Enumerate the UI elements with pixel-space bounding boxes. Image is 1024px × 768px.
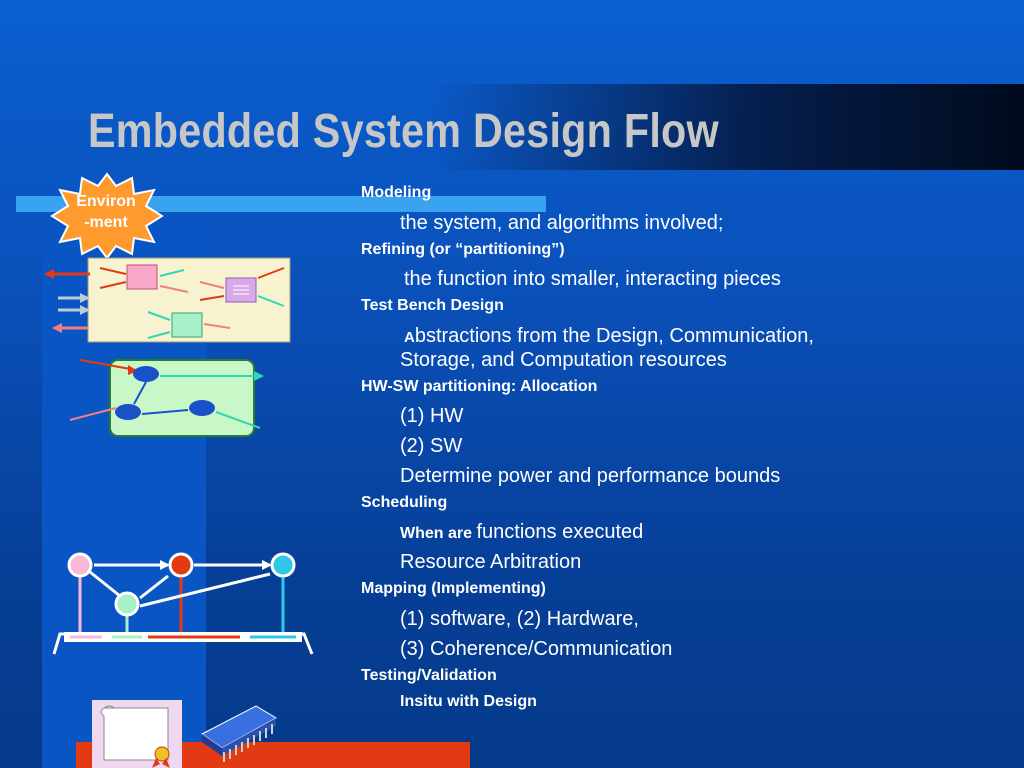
testbench-detail-initial: A <box>404 329 415 346</box>
environment-label-line-2: -ment <box>84 214 128 231</box>
environment-label-line-1: Environ <box>76 193 136 210</box>
step-refining: Refining (or “partitioning”) <box>361 241 565 258</box>
step-testbench: Test Bench Design <box>361 297 504 314</box>
scroll-document-icon <box>92 700 182 768</box>
functions-executed-label: functions executed <box>476 521 644 543</box>
step-scheduling-detail: When are functions executed <box>400 521 643 544</box>
microchip-icon <box>201 705 277 762</box>
step-mapping-detail-1: (1) software, (2) Hardware, <box>400 608 639 630</box>
step-arbitration: Resource Arbitration <box>400 551 582 573</box>
step-testing: Testing/Validation <box>361 667 497 684</box>
step-modeling: Modeling <box>361 184 432 201</box>
step-modeling-detail: the system, and algorithms involved; <box>400 212 724 234</box>
step-hwsw-partitioning: HW-SW partitioning: Allocation <box>361 378 598 395</box>
step-testbench-detail-2: Storage, and Computation resources <box>400 349 727 371</box>
function-model-diagram <box>44 257 291 343</box>
partition-diagram <box>69 359 264 437</box>
step-insitu: Insitu with Design <box>400 693 537 710</box>
bus-architecture-diagram <box>52 552 314 655</box>
step-sw: (2) SW <box>400 435 463 457</box>
when-are-label: When are <box>400 525 473 542</box>
step-mapping: Mapping (Implementing) <box>361 580 546 597</box>
testbench-detail-rest: bstractions from the Design, Communicati… <box>414 325 814 347</box>
step-power-bounds: Determine power and performance bounds <box>400 465 781 487</box>
environment-label: Environ -ment <box>56 191 156 233</box>
title-background-band <box>430 84 1024 170</box>
step-mapping-detail-2: (3) Coherence/Communication <box>400 638 673 660</box>
step-hw: (1) HW <box>400 405 464 427</box>
step-refining-detail: the function into smaller, interacting p… <box>404 268 781 290</box>
step-testbench-detail: Abstractions from the Design, Communicat… <box>404 325 814 348</box>
slide-title: Embedded System Design Flow <box>88 105 719 158</box>
step-scheduling: Scheduling <box>361 494 448 511</box>
